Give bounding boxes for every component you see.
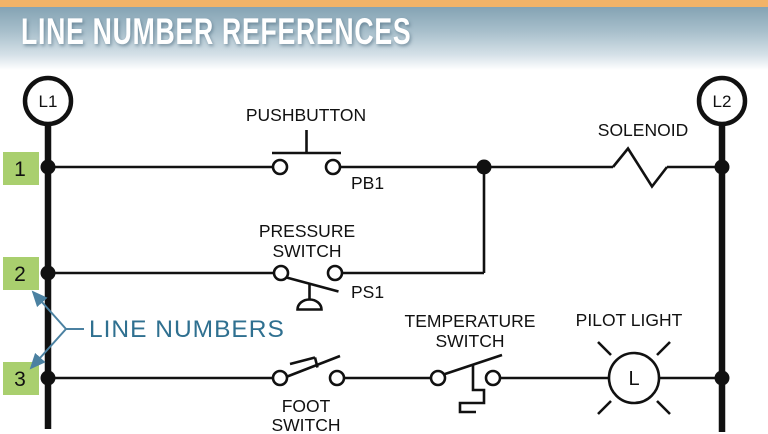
pressure-switch-label-line1: PRESSURE <box>259 221 355 241</box>
junction-dot <box>40 370 56 386</box>
rung-1: PUSHBUTTON PB1 SOLENOID <box>40 105 730 273</box>
foot-switch-label-line1: FOOT <box>282 396 331 416</box>
header-accent-stripe <box>0 0 768 7</box>
line-number-badge-1 <box>3 152 39 185</box>
l2-terminal-label: L2 <box>713 92 732 111</box>
junction-dot <box>714 159 730 175</box>
temperature-switch-label-line1: TEMPERATURE <box>405 311 536 331</box>
rung-3: L TEMPERATURE SWITCH PILOT LIGHT FOOT SW… <box>40 310 730 434</box>
foot-switch-symbol <box>271 354 346 387</box>
l1-terminal-label: L1 <box>39 92 58 111</box>
header-gradient-band <box>0 7 768 70</box>
temperature-switch-symbol <box>429 353 503 414</box>
pilot-light-symbol: L <box>597 341 671 415</box>
pilot-light-letter: L <box>628 368 639 390</box>
junction-dot <box>40 159 56 175</box>
right-power-rail: L2 <box>696 75 748 432</box>
line-numbers-callout-label: LINE NUMBERS <box>89 316 285 343</box>
annotation-arrow-up <box>31 290 67 330</box>
solenoid-symbol <box>611 146 722 189</box>
ps1-tag: PS1 <box>351 282 384 302</box>
junction-dot <box>476 159 492 175</box>
figure-header: LINE NUMBER REFERENCES <box>0 0 768 70</box>
pushbutton-symbol <box>271 130 342 176</box>
pressure-switch-symbol <box>272 264 344 311</box>
junction-dot <box>714 370 730 386</box>
line-number-1: 1 <box>14 158 26 181</box>
line-number-3: 3 <box>14 368 26 391</box>
temperature-switch-label-line2: SWITCH <box>435 331 504 351</box>
line-number-2: 2 <box>14 263 26 286</box>
line-number-badge-2 <box>3 257 39 290</box>
rung-2: PRESSURE SWITCH PS1 <box>40 221 484 311</box>
pushbutton-label: PUSHBUTTON <box>246 105 366 125</box>
line-number-badges: 1 2 3 <box>3 152 39 395</box>
junction-dot <box>40 265 56 281</box>
pressure-switch-label-line2: SWITCH <box>272 241 341 261</box>
pb1-tag: PB1 <box>351 173 384 193</box>
line-numbers-annotation: LINE NUMBERS <box>29 290 285 370</box>
figure-title: LINE NUMBER REFERENCES <box>21 11 412 52</box>
annotation-arrow-down <box>29 328 67 370</box>
foot-switch-label-line2: SWITCH <box>271 415 340 434</box>
solenoid-label: SOLENOID <box>598 120 688 140</box>
pilot-light-label: PILOT LIGHT <box>576 310 683 330</box>
